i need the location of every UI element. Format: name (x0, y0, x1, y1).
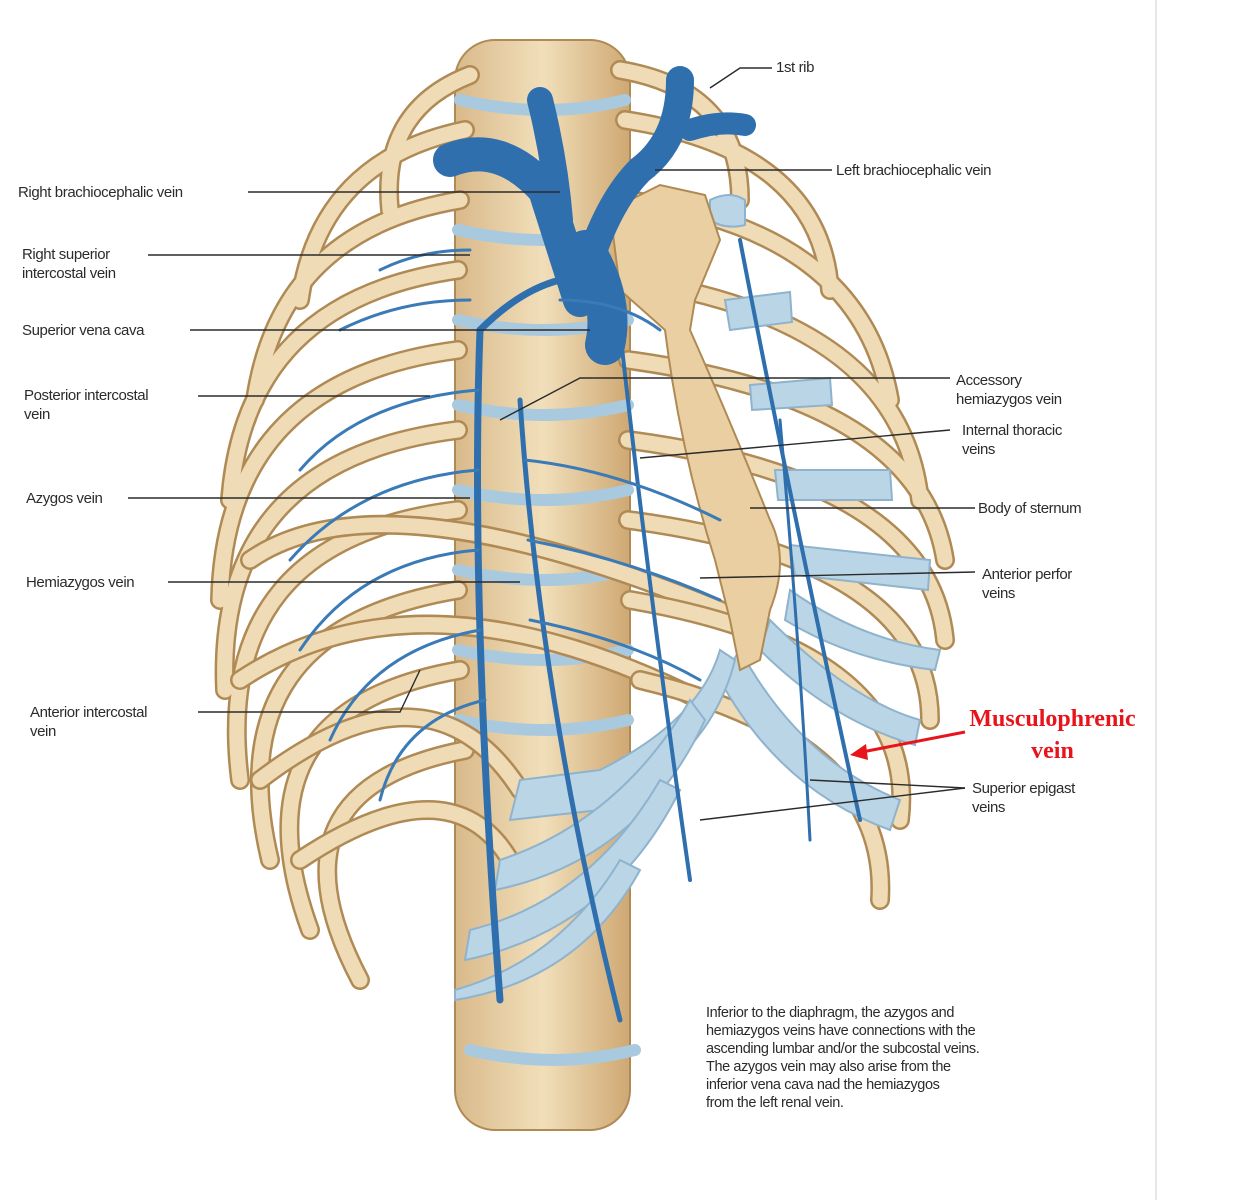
label-line: hemiazygos vein (956, 391, 1062, 408)
sternum (608, 183, 781, 672)
label-line: Posterior intercostal (24, 387, 149, 404)
musculophrenic-line: Musculophrenic (969, 706, 1136, 732)
footnote-line: Inferior to the diaphragm, the azygos an… (706, 1005, 954, 1021)
label-left-brachiocephalic-vein: Left brachiocephalic vein (836, 162, 992, 179)
musculophrenic-arrow (850, 730, 966, 760)
label-line: Superior epigast (972, 780, 1075, 797)
musculophrenic-line: vein (1031, 738, 1074, 764)
footnote-line: hemiazygos veins have connections with t… (706, 1023, 976, 1039)
label-right-brachiocephalic-vein: Right brachiocephalic vein (18, 184, 183, 201)
label-posterior-intercostal-vein: Posterior intercostal vein (24, 386, 149, 424)
label-first-rib: 1st rib (776, 59, 815, 76)
label-line: veins (982, 585, 1016, 602)
label-right-superior-intercostal-vein: Right superior intercostal vein (22, 245, 116, 283)
footnote-line: ascending lumbar and/or the subcostal ve… (706, 1041, 980, 1057)
label-superior-vena-cava: Superior vena cava (22, 322, 145, 339)
footnote-line: from the left renal vein. (706, 1095, 844, 1111)
label-line: Right superior (22, 246, 110, 263)
leader-lines (128, 67, 976, 821)
ribs-anterior-arcs (230, 514, 730, 870)
label-line: Anterior intercostal (30, 704, 148, 721)
footnote: Inferior to the diaphragm, the azygos an… (706, 1004, 1086, 1112)
footnote-line: The azygos vein may also arise from the (706, 1059, 951, 1075)
label-line: vein (24, 406, 50, 423)
thorax-vein-illustration (128, 39, 976, 1131)
label-line: Internal thoracic (962, 422, 1062, 439)
label-accessory-hemiazygos-vein: Accessory hemiazygos vein (956, 371, 1062, 409)
label-line: veins (972, 799, 1006, 816)
frame-border (1155, 0, 1157, 1200)
label-line: veins (962, 441, 996, 458)
veins (288, 66, 862, 1023)
musculophrenic-vein-label: Musculophrenic vein (950, 703, 1155, 767)
label-line: Anterior perfor (982, 566, 1072, 583)
label-azygos-vein: Azygos vein (26, 490, 103, 507)
label-anterior-intercostal-vein: Anterior intercostal vein (30, 703, 147, 741)
label-line: vein (30, 723, 56, 740)
footnote-line: inferior vena cava nad the hemiazygos (706, 1077, 940, 1093)
label-anterior-perforating-veins: Anterior perfor veins (982, 565, 1072, 603)
label-superior-epigastric-veins: Superior epigast veins (972, 779, 1075, 817)
label-line: intercostal vein (22, 265, 116, 282)
label-internal-thoracic-veins: Internal thoracic veins (962, 421, 1062, 459)
label-body-of-sternum: Body of sternum (978, 500, 1082, 517)
label-hemiazygos-vein: Hemiazygos vein (26, 574, 135, 591)
label-line: Accessory (956, 372, 1022, 389)
